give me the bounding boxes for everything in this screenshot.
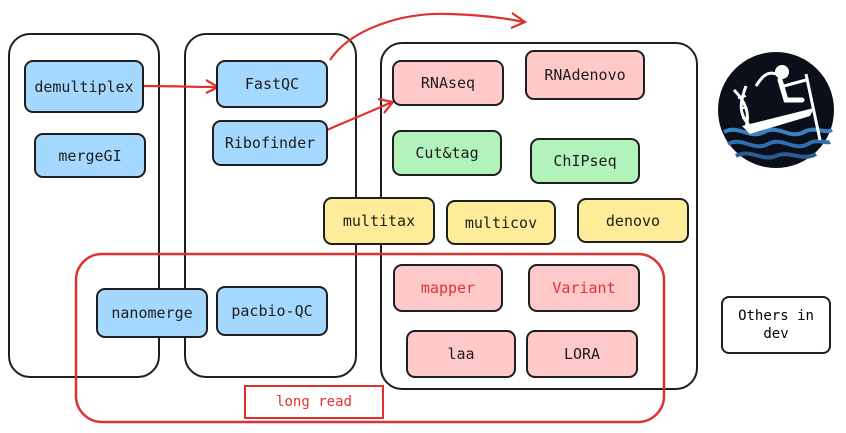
node-rnadenovo[interactable]: RNAdenovo <box>525 50 645 100</box>
node-denovo[interactable]: denovo <box>577 198 689 243</box>
node-pacbioqc[interactable]: pacbio-QC <box>216 286 328 336</box>
node-demultiplex[interactable]: demultiplex <box>24 60 144 113</box>
group-demux <box>8 33 160 378</box>
node-cuttag[interactable]: Cut&tag <box>392 130 502 176</box>
node-nanomerge[interactable]: nanomerge <box>96 288 208 338</box>
node-variant[interactable]: Variant <box>528 264 640 312</box>
others-in-dev-label: Others in dev <box>738 308 814 342</box>
node-laa[interactable]: laa <box>406 330 516 378</box>
node-ribofinder[interactable]: Ribofinder <box>212 120 328 166</box>
node-lora[interactable]: LORA <box>526 330 638 378</box>
node-multicov[interactable]: multicov <box>446 200 556 245</box>
arrow-demultiplex-fastqc <box>142 84 217 89</box>
arrow-ribofinder-rnaseq <box>326 100 393 132</box>
long-read-label: long read <box>244 385 384 419</box>
others-in-dev-box: Others in dev <box>721 296 831 354</box>
node-mapper[interactable]: mapper <box>393 264 503 312</box>
arrow-fastqc-out <box>329 12 525 61</box>
node-multitax[interactable]: multitax <box>323 197 435 245</box>
node-rnaseq[interactable]: RNAseq <box>392 60 504 106</box>
long-read-group <box>74 252 666 424</box>
node-chipseq[interactable]: ChIPseq <box>530 138 640 184</box>
node-fastqc[interactable]: FastQC <box>216 60 328 108</box>
dna-boat-logo-icon <box>718 52 834 168</box>
node-mergegi[interactable]: mergeGI <box>34 133 146 178</box>
